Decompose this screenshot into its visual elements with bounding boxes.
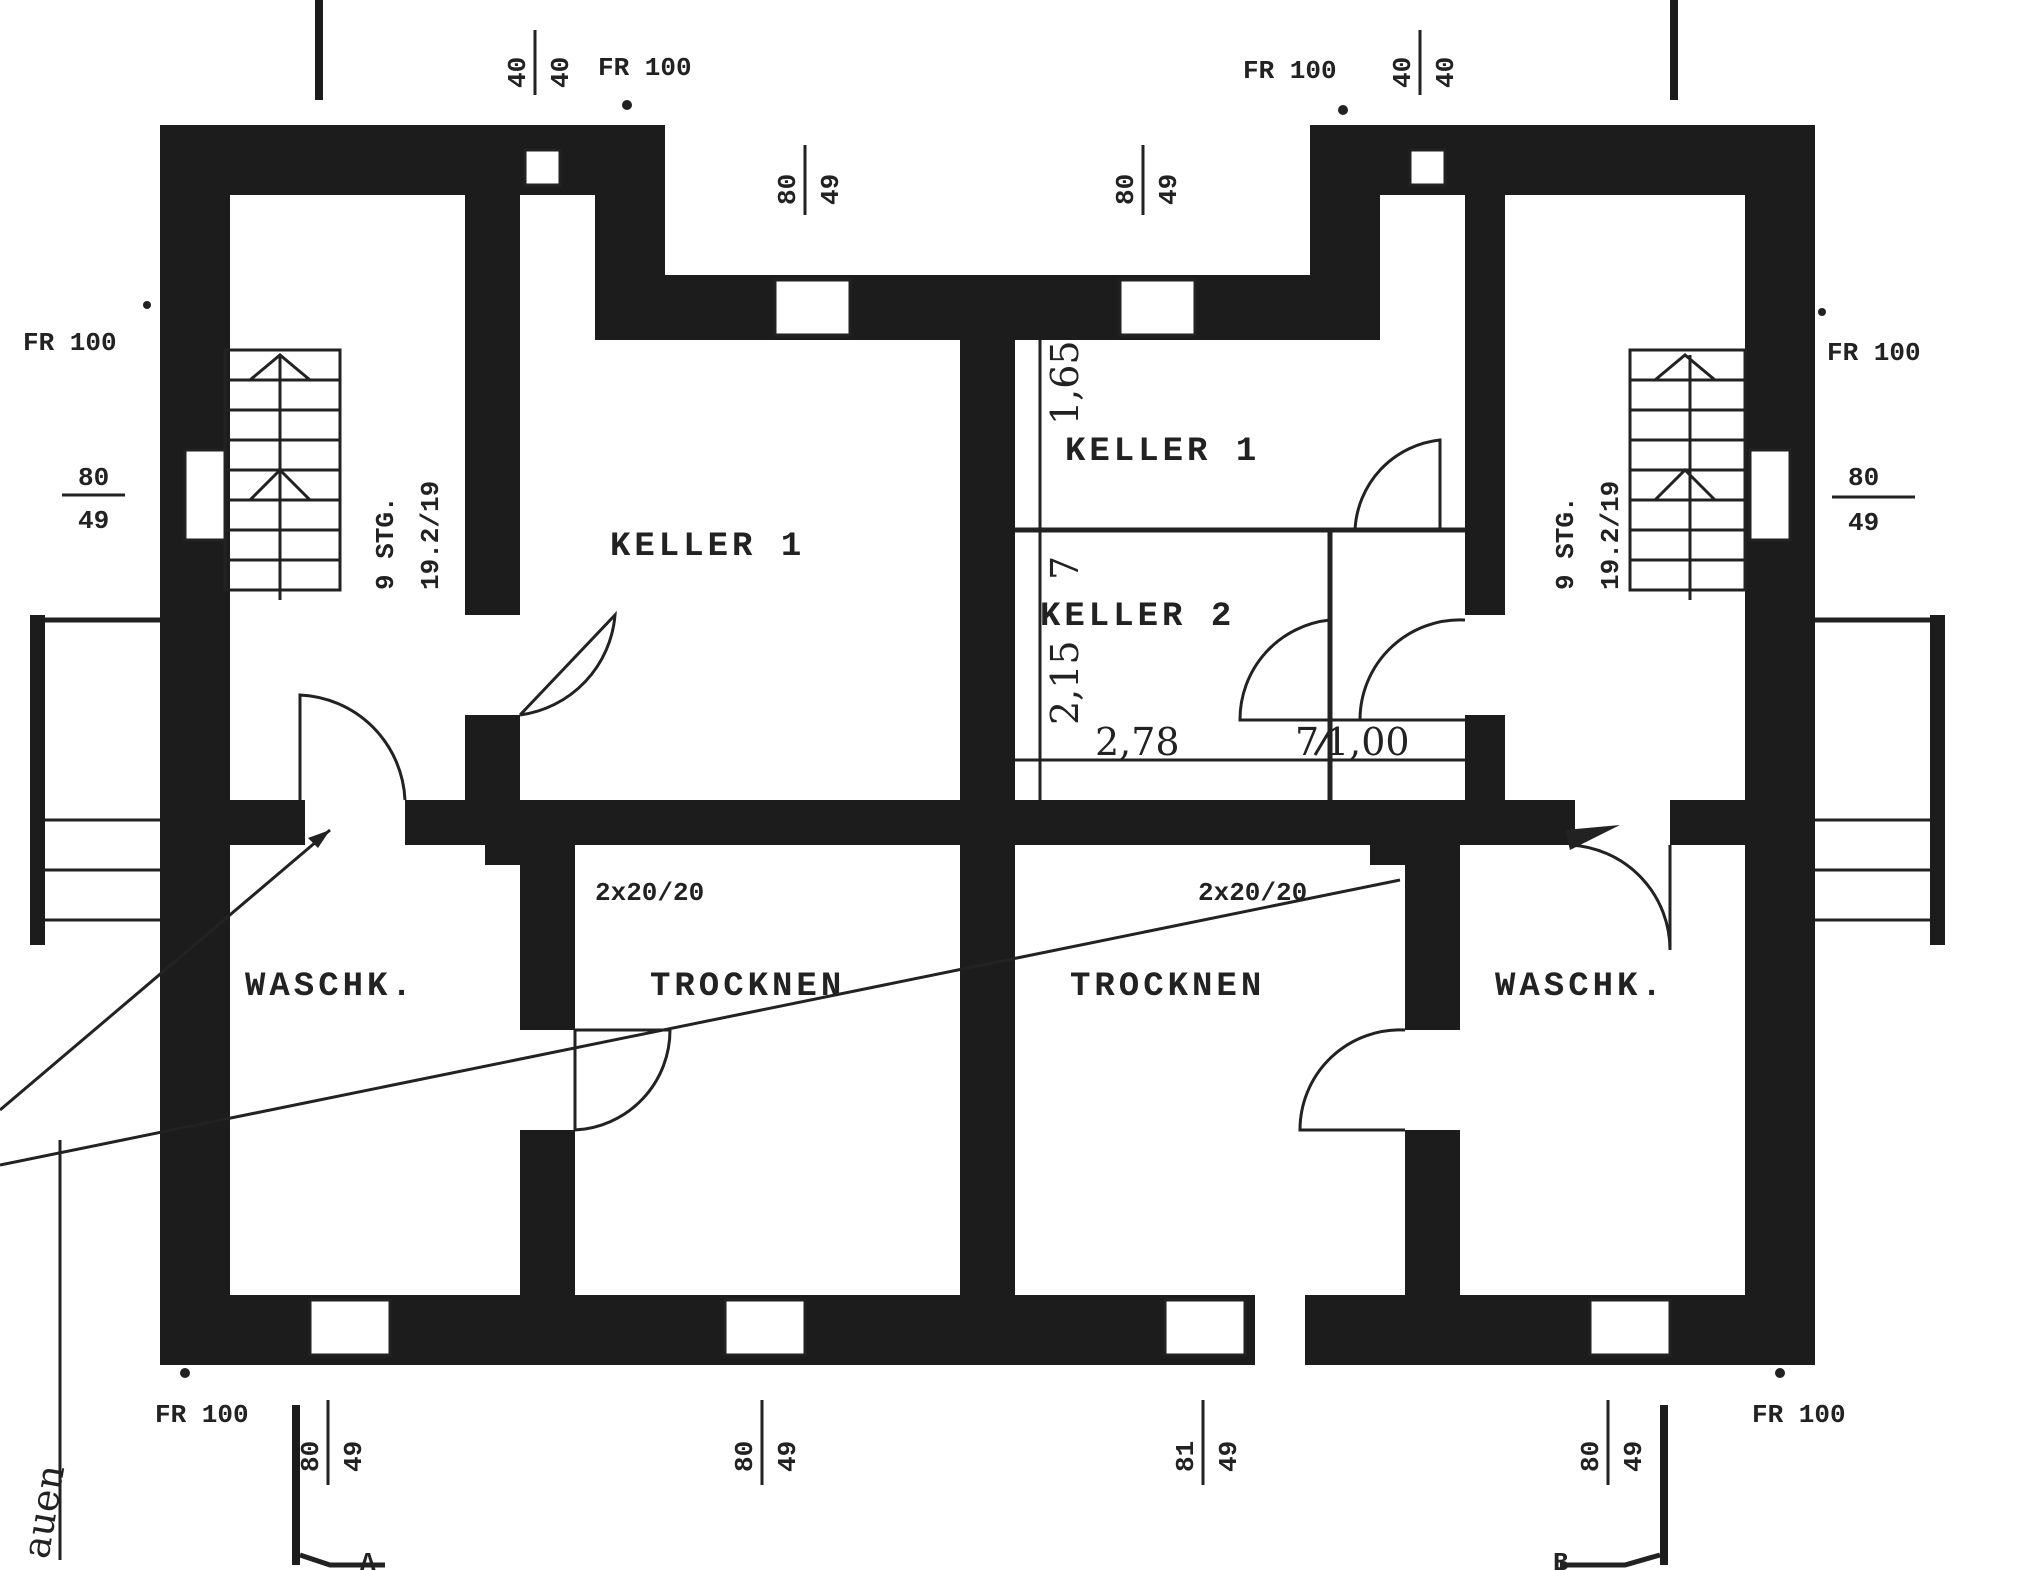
svg-text:80: 80 xyxy=(296,1441,326,1472)
fr-label-bottom-right: FR 100 xyxy=(1752,1400,1846,1430)
dimension-2-78: 2,78 xyxy=(1095,720,1180,764)
window-fraction-top-left: 40 40 xyxy=(503,30,576,95)
dimension-7-upper: 7 xyxy=(1043,556,1087,580)
fr-markers xyxy=(143,100,1826,1378)
external-structures xyxy=(30,0,1945,1565)
fr-label-bottom-left: FR 100 xyxy=(155,1400,249,1430)
section-marker-b: B xyxy=(1553,1548,1569,1570)
svg-text:80: 80 xyxy=(1848,463,1879,493)
handwritten-note: auen xyxy=(14,1461,74,1561)
stair-labels: 9 STG. 19.2/19 9 STG. 19.2/19 xyxy=(371,481,1626,590)
svg-text:49: 49 xyxy=(1214,1441,1244,1472)
fr-label-left: FR 100 xyxy=(23,328,117,358)
inner-walls xyxy=(230,195,1745,1340)
svg-text:80: 80 xyxy=(1576,1441,1606,1472)
svg-text:49: 49 xyxy=(773,1441,803,1472)
dimension-7-lower: 7 xyxy=(1295,720,1319,764)
fire-rating-labels: FR 100 FR 100 FR 100 FR 100 FR 100 FR 10… xyxy=(23,53,1921,1430)
column-label-right: 2x20/20 xyxy=(1198,878,1307,908)
svg-text:49: 49 xyxy=(1848,508,1879,538)
room-keller2: KELLER 2 xyxy=(1040,598,1235,636)
dimension-2-15: 2,15 xyxy=(1043,640,1087,725)
stairs-right xyxy=(1628,348,1747,600)
stair-left-ratio: 19.2/19 xyxy=(416,481,446,590)
svg-text:49: 49 xyxy=(1619,1441,1649,1472)
room-labels: KELLER 1 KELLER 1 KELLER 2 WASCHK. WASCH… xyxy=(245,433,1666,1006)
window-fraction-bottom-3: 81 49 xyxy=(1171,1400,1244,1485)
fr-label-top-left: FR 100 xyxy=(598,53,692,83)
section-markers: A B xyxy=(299,1548,1661,1570)
window-fraction-bottom-4: 80 49 xyxy=(1576,1400,1649,1485)
fr-label-top-right: FR 100 xyxy=(1243,56,1337,86)
room-waschk-left: WASCHK. xyxy=(245,968,416,1006)
window-fractions: 40 40 40 40 80 49 80 49 80 49 80 49 xyxy=(62,30,1915,1485)
dimension-lines xyxy=(1015,340,1465,800)
window-fraction-bottom-1: 80 49 xyxy=(296,1400,369,1485)
svg-text:80: 80 xyxy=(730,1441,760,1472)
room-trocknen-left: TROCKNEN xyxy=(650,968,845,1006)
svg-text:49: 49 xyxy=(339,1441,369,1472)
stair-right-steps: 9 STG. xyxy=(1551,496,1581,590)
dimension-1-65: 1,65 xyxy=(1043,340,1087,425)
svg-text:80: 80 xyxy=(773,174,803,205)
room-waschk-right: WASCHK. xyxy=(1495,968,1666,1006)
stair-left-steps: 9 STG. xyxy=(371,496,401,590)
svg-text:81: 81 xyxy=(1171,1441,1201,1472)
window-fraction-top-mid-right: 80 49 xyxy=(1111,145,1184,215)
fr-label-right: FR 100 xyxy=(1827,338,1921,368)
window-fraction-top-mid-left: 80 49 xyxy=(773,145,846,215)
doors xyxy=(298,438,1672,1132)
windows xyxy=(183,148,1792,1365)
window-fraction-bottom-2: 80 49 xyxy=(730,1400,803,1485)
diagonal-lines xyxy=(0,825,1620,1560)
window-fraction-right: 80 49 xyxy=(1832,463,1915,538)
svg-text:49: 49 xyxy=(1154,174,1184,205)
svg-text:40: 40 xyxy=(546,57,576,88)
window-fraction-left: 80 49 xyxy=(62,463,125,536)
svg-text:40: 40 xyxy=(1431,57,1461,88)
room-keller1-right: KELLER 1 xyxy=(1065,433,1260,471)
stair-right-ratio: 19.2/19 xyxy=(1596,481,1626,590)
room-keller1-left: KELLER 1 xyxy=(610,528,805,566)
room-trocknen-right: TROCKNEN xyxy=(1070,968,1265,1006)
svg-text:80: 80 xyxy=(78,463,109,493)
stairs-left xyxy=(223,348,342,600)
column-label-left: 2x20/20 xyxy=(595,878,704,908)
window-fraction-top-right: 40 40 xyxy=(1388,30,1461,95)
section-marker-a: A xyxy=(360,1548,376,1570)
svg-text:80: 80 xyxy=(1111,174,1141,205)
column-labels: 2x20/20 2x20/20 xyxy=(595,878,1307,908)
svg-text:40: 40 xyxy=(1388,57,1418,88)
svg-text:49: 49 xyxy=(78,506,109,536)
dimension-labels: 1,65 7 2,15 2,78 7 1,00 xyxy=(1043,340,1410,764)
dimension-1-00: 1,00 xyxy=(1325,720,1410,764)
svg-text:40: 40 xyxy=(503,57,533,88)
svg-text:49: 49 xyxy=(816,174,846,205)
